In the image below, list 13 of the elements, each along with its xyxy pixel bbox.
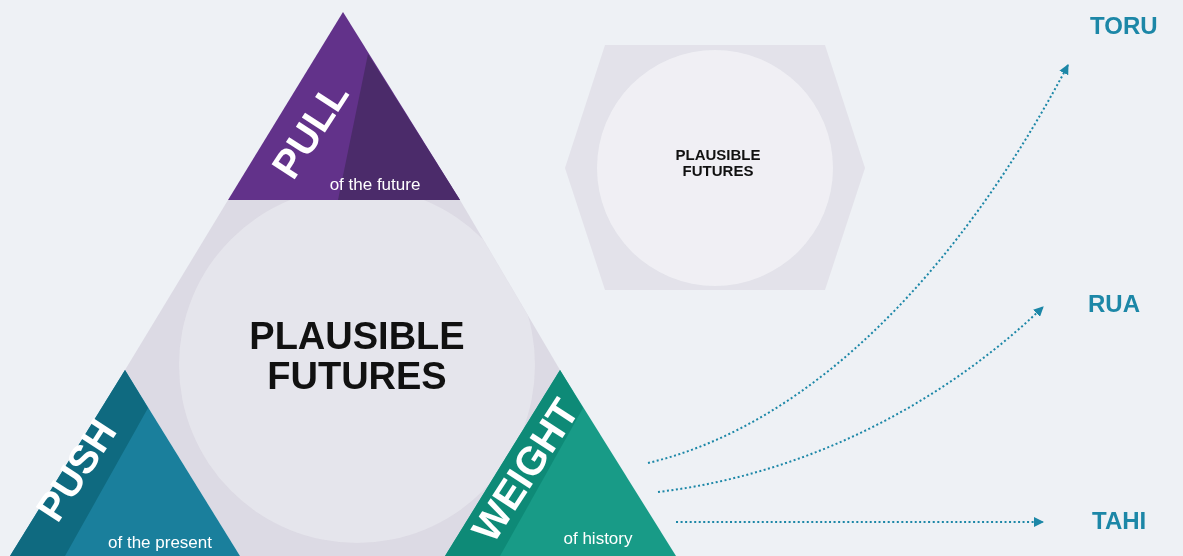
node-label: TORU xyxy=(1090,12,1158,40)
arrow xyxy=(675,517,1044,527)
arrow xyxy=(657,306,1044,493)
triangle xyxy=(445,370,676,556)
hexagon-label: PLAUSIBLE FUTURES xyxy=(674,147,762,179)
arrow xyxy=(647,64,1069,464)
triangle-subtitle: of the future xyxy=(329,176,421,194)
node-label: TAHI xyxy=(1092,507,1147,535)
triangle xyxy=(10,370,240,556)
node-label: RUA xyxy=(1088,290,1140,318)
triangle xyxy=(228,12,460,200)
triangle-subtitle: of the present xyxy=(108,534,212,552)
hexagon-label: PLAUSIBLE FUTURES xyxy=(248,317,466,397)
